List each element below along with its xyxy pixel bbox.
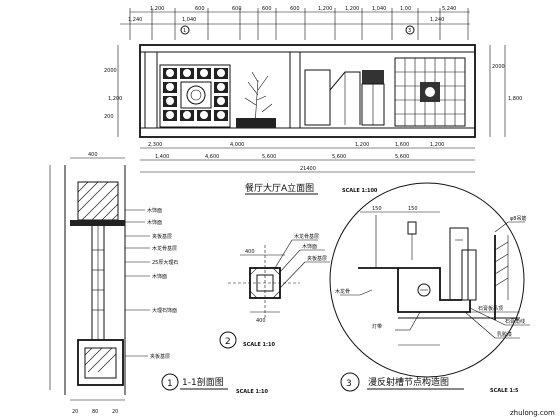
bottom-dim-9: 5,600 (332, 154, 346, 160)
section2-note-1: 木龙骨基层 (294, 233, 319, 240)
left-dim-2: 1,200 (108, 96, 122, 102)
top-dim-11: 1,240 (128, 17, 142, 23)
bottom-dim-1: 2,300 (148, 142, 162, 148)
top-dim-8: 1,040 (372, 6, 386, 12)
lamp-icon (417, 283, 431, 297)
section1-note-7: 大理石饰面 (152, 307, 177, 314)
svg-text:3: 3 (408, 28, 411, 34)
elevation-scale: SCALE 1:100 (342, 188, 378, 194)
detail-circle (329, 182, 525, 378)
section2-number: 2 (225, 337, 231, 347)
section2-bottom-dim: 400 (256, 318, 266, 324)
section2-scale: SCALE 1:10 (243, 342, 275, 348)
bottom-dim-5: 1,200 (430, 142, 444, 148)
bottom-dim-8: 5,600 (262, 154, 276, 160)
wall-hatch (494, 241, 509, 287)
top-dim-ticks (129, 8, 469, 40)
top-dim-13: 1,240 (430, 17, 444, 23)
section1-note-3: 夹板基层 (152, 233, 172, 240)
top-dim-2: 600 (195, 6, 205, 12)
section1-note-1: 木饰面 (147, 207, 162, 214)
section-1-view: 400 (49, 152, 268, 415)
elevation-callout-1: 1 (180, 25, 190, 35)
right-dim-2: 1,800 (508, 96, 522, 102)
section3-note-4: 乳胶漆 (497, 331, 512, 338)
section1-note-4: 木龙骨基层 (152, 245, 177, 252)
elevation-callout-3: 3 (405, 25, 415, 35)
top-dim-12: 1,040 (182, 17, 196, 23)
section3-note-2: 石膏板吊顶 (478, 305, 503, 312)
right-dim-1: 2000 (492, 64, 505, 70)
top-dim-1: 1,200 (150, 6, 164, 12)
section3-dim-2: 150 (408, 206, 418, 212)
section3-note-5: 灯带 (372, 323, 382, 330)
section-2-view: 400 木龙骨基层 木饰面 夹板基层 400 2 SCALE 1:10 (219, 233, 330, 349)
bottom-dim-2: 4,000 (230, 142, 244, 148)
plant-drawing (244, 71, 273, 126)
top-dim-6: 1,200 (318, 6, 332, 12)
section3-leaders (340, 221, 530, 339)
section3-number: 3 (346, 379, 352, 389)
section2-top-dim: 400 (245, 249, 255, 255)
section1-title: 1-1剖面图 (182, 376, 224, 388)
elevation-view: 1,200 600 600 600 600 1,200 1,200 1,040 … (104, 6, 522, 195)
left-dim-3: 200 (104, 114, 114, 120)
section3-note-6: 木龙骨 (335, 288, 350, 295)
section1-bottom-dim-1: 20 (72, 409, 78, 415)
top-dim-9: 1,00 (400, 6, 411, 12)
section1-top-dim: 400 (88, 152, 98, 158)
section1-note-6: 木饰面 (152, 273, 167, 280)
top-dim-10: 5,240 (442, 6, 456, 12)
section1-hatch (77, 181, 119, 221)
section3-scale: SCALE 1:5 (490, 388, 519, 394)
section3-note-1: φ8吊筋 (510, 215, 526, 222)
bottom-dim-3: 1,200 (355, 142, 369, 148)
section1-scale: SCALE 1:10 (236, 389, 268, 395)
section1-note-5: 25厚大理石 (152, 259, 178, 266)
section1-note-2: 木饰面 (147, 219, 162, 226)
top-dim-5: 600 (290, 6, 300, 12)
left-dim-1: 2000 (104, 68, 117, 74)
top-dim-4: 600 (262, 6, 272, 12)
bottom-dim-7: 4,600 (205, 154, 219, 160)
top-dim-3: 600 (232, 6, 242, 12)
section1-bottom-dim-2: 80 (92, 409, 98, 415)
top-dim-7: 1,200 (345, 6, 359, 12)
section2-note-2: 木饰面 (302, 243, 317, 250)
section1-leaders (125, 209, 150, 357)
section2-note-3: 夹板基层 (307, 255, 327, 262)
section2-callout (219, 331, 237, 349)
section3-dim-1: 150 (372, 206, 382, 212)
elevation-title: 餐厅大厅A立面图 (245, 182, 314, 194)
section1-bottom-dim-3: 20 (112, 409, 118, 415)
bottom-dim-6: 1,400 (155, 154, 169, 160)
section3-callout (340, 372, 360, 392)
section1-number: 1 (167, 379, 173, 389)
elevation-total-dim: 21400 (300, 166, 316, 172)
bottom-dim-4: 1,600 (395, 142, 409, 148)
section3-note-3: 石膏角线 (505, 318, 525, 325)
svg-text:1: 1 (183, 28, 186, 34)
section1-callout (161, 373, 179, 391)
section3-title: 漫反射槽节点构造图 (368, 376, 449, 388)
section1-note-8: 夹板基层 (150, 353, 170, 360)
bottom-dim-10: 5,600 (395, 154, 409, 160)
watermark: zhulong.com (510, 409, 555, 417)
section2-leaders (274, 239, 330, 289)
section-3-view: 150 150 φ8吊筋 石膏板吊顶 石 (329, 182, 530, 394)
